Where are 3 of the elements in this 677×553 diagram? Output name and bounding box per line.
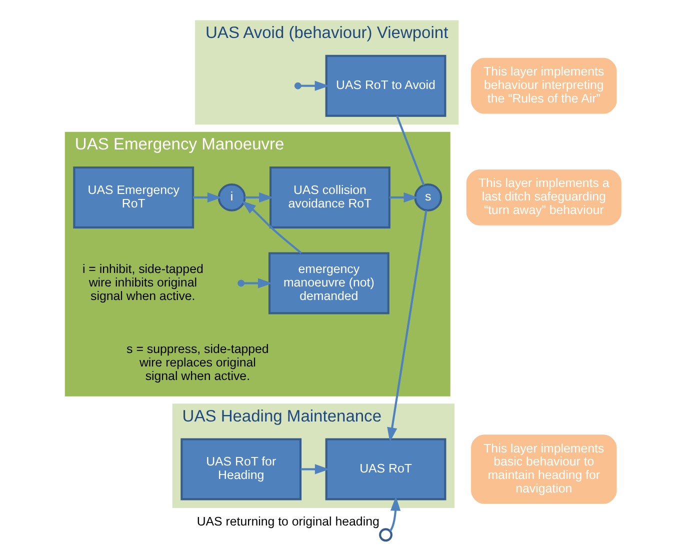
node-label: UAS returning to original heading <box>196 514 379 529</box>
label: s = suppress, side-tapped wire replaces original signal when active. <box>126 342 268 383</box>
label: i = inhibit, side-tapped wire inhibits original signal when active. <box>82 262 203 303</box>
